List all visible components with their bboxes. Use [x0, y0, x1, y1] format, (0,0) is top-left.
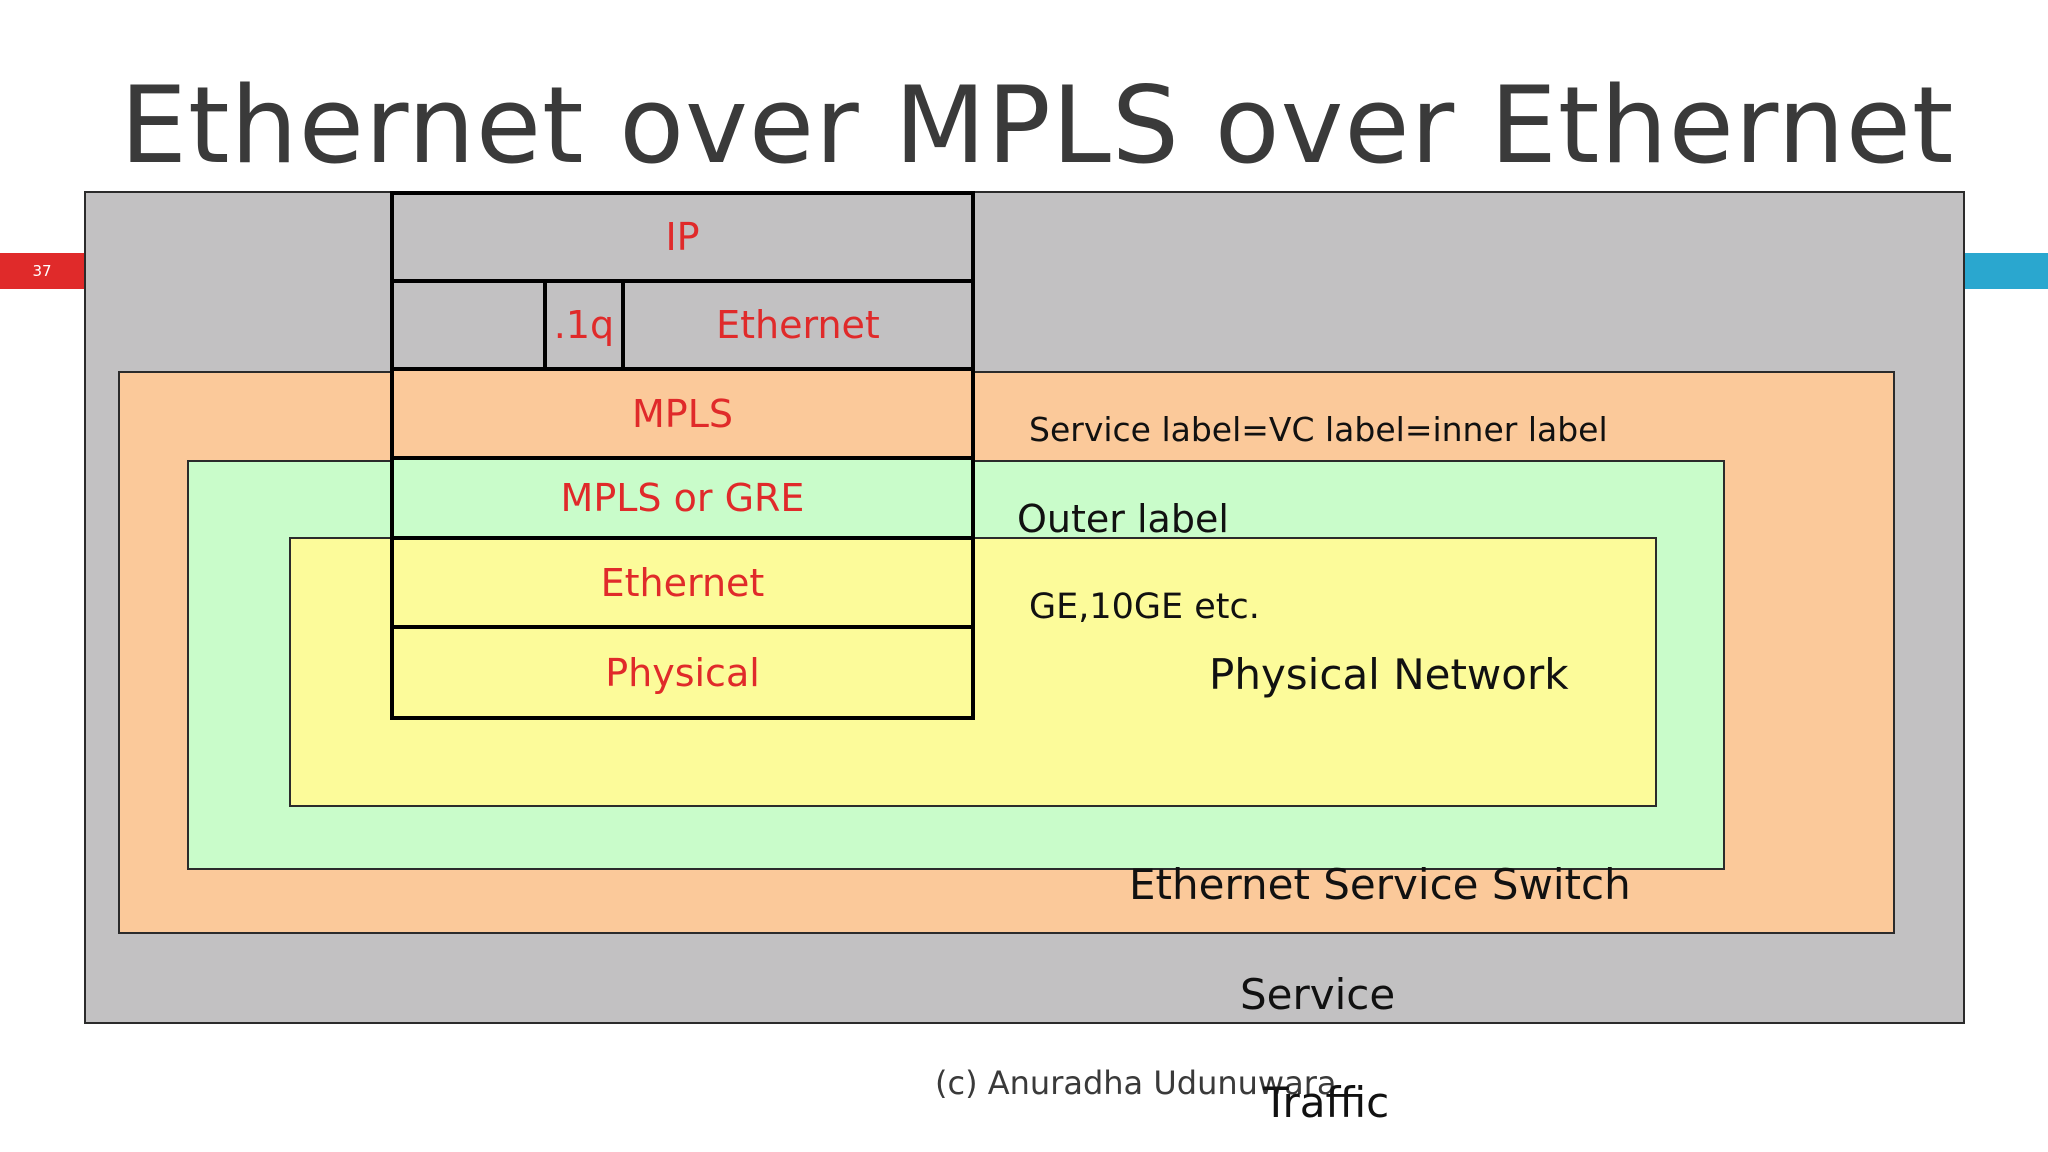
copyright-footer: (c) Anuradha Udunuwara [935, 1064, 1337, 1102]
right-accent-bar [1963, 253, 2048, 289]
stack-dot1q-cell: .1q [543, 279, 625, 371]
stack-physical-cell: Physical [390, 625, 975, 720]
stack-mpls-cell: MPLS [390, 367, 975, 460]
ge-text: GE,10GE etc. [1029, 587, 1260, 627]
service-label: Service [1240, 970, 1396, 1019]
stack-mpls-or-gre-cell: MPLS or GRE [390, 456, 975, 540]
traffic-label: Traffic [1263, 1078, 1390, 1127]
stack-blank-cell [390, 279, 547, 371]
stack-ip-cell: IP [390, 191, 975, 283]
physical-network-label: Physical Network [1209, 650, 1569, 699]
service-label-text: Service label=VC label=inner label [1029, 410, 1608, 449]
slide-title: Ethernet over MPLS over Ethernet [120, 64, 1955, 187]
outer-label-text: Outer label [1017, 497, 1229, 541]
ethernet-service-switch-label: Ethernet Service Switch [1129, 860, 1631, 909]
slide-number: 37 [0, 253, 84, 289]
stack-ethernet-cell: Ethernet [390, 536, 975, 629]
stack-ethernet-top-cell: Ethernet [621, 279, 975, 371]
